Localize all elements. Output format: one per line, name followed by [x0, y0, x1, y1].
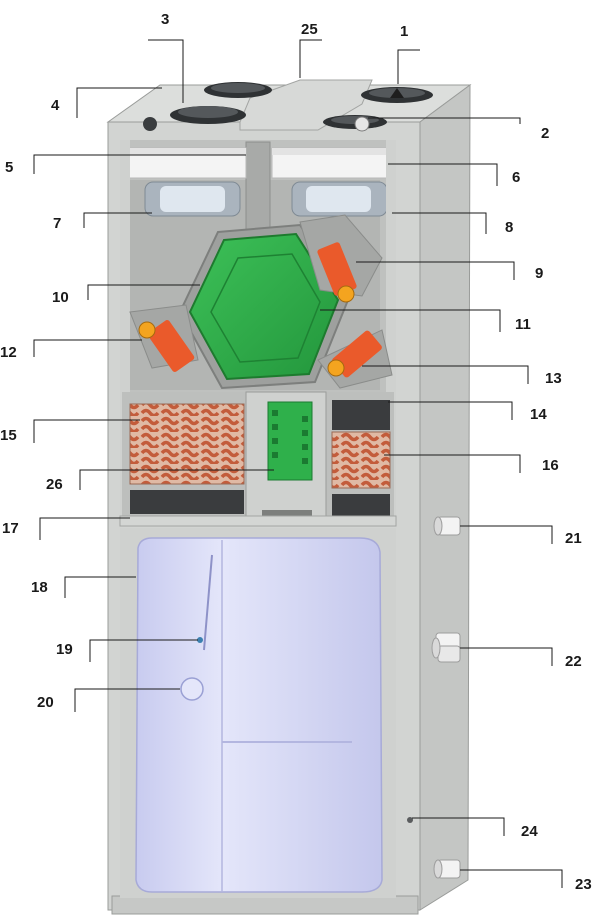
leader-25 [299, 39, 322, 78]
water-tank [120, 528, 396, 898]
callout-17: 17 [2, 520, 19, 537]
callout-24: 24 [521, 823, 538, 840]
leader-23 [460, 869, 563, 888]
leader-26 [79, 469, 274, 490]
gear-icon [138, 321, 156, 339]
leader-4 [76, 87, 162, 118]
gear-icon [327, 359, 345, 377]
leader-6 [388, 163, 498, 186]
coil-section [119, 391, 397, 527]
damper-motor-13 [317, 329, 393, 389]
center-divider [245, 141, 271, 233]
damper-motor-9 [299, 214, 383, 303]
leader-12 [33, 339, 142, 357]
callout-13: 13 [545, 370, 562, 387]
duct-connections [143, 82, 433, 132]
callout-4: 4 [51, 97, 60, 114]
arrow-icon [390, 88, 404, 98]
callout-11: 11 [515, 316, 531, 333]
pipe-connection-23 [433, 859, 461, 879]
leader-20 [74, 688, 180, 712]
leader-19 [89, 639, 198, 662]
leader-21 [460, 525, 553, 544]
leader-3 [148, 39, 184, 103]
callout-2: 2 [541, 125, 549, 142]
leader-13 [362, 365, 529, 384]
callout-6: 6 [512, 169, 520, 186]
callout-labels: 1 2 3 4 5 6 7 8 9 10 11 12 13 14 15 16 1… [0, 11, 592, 893]
callout-19: 19 [56, 641, 73, 658]
coil-right [331, 431, 391, 489]
callout-7: 7 [53, 215, 61, 232]
leader-2 [368, 117, 521, 124]
callout-16: 16 [542, 457, 559, 474]
callout-22: 22 [565, 653, 582, 670]
knob-icon [143, 117, 157, 131]
leader-1 [397, 49, 420, 84]
heat-exchanger [178, 223, 350, 390]
leader-5 [33, 154, 246, 174]
leader-9 [356, 261, 515, 280]
callout-3: 3 [161, 11, 169, 28]
sensor-icon [197, 637, 203, 643]
callout-21: 21 [565, 530, 582, 547]
callout-15: 15 [0, 427, 17, 444]
callout-25: 25 [301, 21, 318, 38]
pipe-connections [407, 516, 461, 879]
inspection-port [180, 677, 204, 701]
callout-18: 18 [31, 579, 48, 596]
leader-8 [392, 212, 487, 234]
callout-5: 5 [5, 159, 13, 176]
leader-7 [83, 212, 152, 228]
coil-left [129, 403, 245, 485]
leader-18 [64, 576, 136, 598]
damper-motor-12 [129, 304, 199, 372]
callout-1: 1 [400, 23, 408, 40]
callout-20: 20 [37, 694, 54, 711]
callout-9: 9 [535, 265, 543, 282]
leader-lines [33, 39, 563, 888]
leader-14 [388, 401, 513, 420]
spigot-cap-icon [354, 116, 370, 132]
callout-8: 8 [505, 219, 513, 236]
leader-24 [412, 817, 505, 836]
drain-port-24 [407, 817, 413, 823]
callout-10: 10 [52, 289, 69, 306]
callout-14: 14 [530, 406, 547, 423]
damper-motors [129, 214, 393, 389]
gear-icon [337, 285, 355, 303]
callout-12: 12 [0, 344, 17, 361]
leader-22 [460, 647, 553, 666]
callout-26: 26 [46, 476, 63, 493]
leader-10 [87, 284, 200, 300]
pipe-connection-21 [433, 516, 461, 536]
leader-11 [320, 309, 501, 332]
cabinet-base [111, 895, 419, 915]
leader-17 [39, 517, 130, 540]
leader-16 [384, 454, 521, 473]
pipe-connection-22 [431, 632, 461, 663]
leader-15 [33, 419, 140, 443]
cabinet-right-side [419, 84, 471, 911]
callout-23: 23 [575, 876, 592, 893]
separation-shelf [119, 515, 397, 527]
